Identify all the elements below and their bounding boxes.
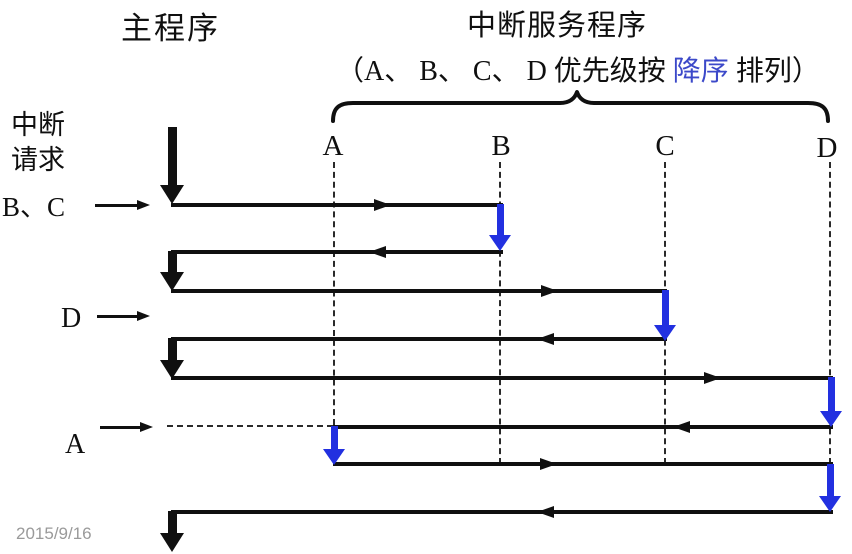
service-c-arrowhead (654, 325, 676, 341)
request-arrowhead-a (140, 422, 153, 432)
request-label-bc: B、C (2, 192, 66, 222)
request-arrowhead-bc (137, 200, 150, 210)
dispatch-line-main-to-d (171, 376, 833, 380)
request-a-dashed-leader (167, 425, 333, 427)
return-line-c-to-main (171, 337, 667, 341)
service-b-arrowhead (489, 235, 511, 251)
right-arrowhead-icon (374, 199, 391, 211)
right-arrowhead-icon (541, 285, 558, 297)
service-a-arrowhead (323, 449, 345, 465)
preempt-line-d-to-a (333, 425, 833, 429)
main-flow-arrowhead-4 (160, 533, 184, 552)
return-line-a-to-d (333, 462, 833, 466)
main-flow-arrow-3 (168, 338, 177, 362)
return-line-b-to-main (171, 250, 503, 254)
service-c-arrow (662, 290, 669, 326)
service-d-arrowhead-part2 (819, 496, 841, 512)
service-d-arrow-part1 (828, 377, 835, 412)
return-line-d-to-main (171, 510, 833, 514)
interrupt-request-line1: 中断 (11, 110, 65, 140)
service-d-arrow-part2 (827, 464, 834, 497)
priority-order-highlight: 降序 (672, 56, 729, 87)
column-label-d: D (816, 132, 838, 164)
isr-group-brace (331, 90, 830, 123)
right-arrowhead-icon (540, 458, 557, 470)
column-label-c: C (655, 130, 675, 162)
isr-title: 中断服务程序 (467, 10, 648, 42)
left-arrowhead-icon (537, 506, 554, 518)
column-label-b: B (491, 130, 511, 162)
request-arrowhead-d (137, 311, 150, 321)
isr-subtitle: （A、 B、 C、 D 优先级按 降序 排列） (336, 56, 820, 88)
isr-subtitle-suffix: 排列） (728, 56, 820, 87)
isr-column-line-b (499, 162, 501, 464)
main-flow-arrowhead-3 (160, 360, 184, 379)
main-program-title: 主程序 (121, 11, 220, 46)
right-arrowhead-icon (704, 372, 721, 384)
request-arrow-a (100, 426, 142, 429)
left-arrowhead-icon (673, 421, 690, 433)
isr-subtitle-prefix: （A、 B、 C、 D 优先级按 (336, 56, 673, 87)
main-flow-arrowhead-1 (160, 185, 184, 204)
service-a-arrow (331, 426, 338, 450)
date-label: 2015/9/16 (16, 524, 92, 543)
isr-column-line-d (829, 162, 831, 464)
left-arrowhead-icon (537, 333, 554, 345)
service-b-arrow (497, 204, 504, 236)
request-arrow-bc (95, 204, 139, 207)
column-label-a: A (322, 130, 344, 162)
interrupt-request-line2: 请求 (11, 145, 65, 175)
request-arrow-d (97, 315, 139, 318)
isr-column-line-a (333, 162, 335, 425)
main-flow-arrow-4 (168, 511, 177, 534)
dispatch-line-main-to-c (171, 289, 667, 293)
main-flow-arrowhead-2 (160, 272, 184, 291)
main-flow-arrow-1 (168, 127, 177, 187)
request-label-d: D (61, 303, 82, 334)
main-flow-arrow-2 (168, 251, 177, 274)
dispatch-line-main-to-b (171, 203, 503, 207)
service-d-arrowhead-part1 (820, 411, 842, 427)
left-arrowhead-icon (369, 246, 386, 258)
interrupt-request-caption: 中断请求 (11, 108, 65, 178)
request-label-a: A (65, 429, 86, 460)
